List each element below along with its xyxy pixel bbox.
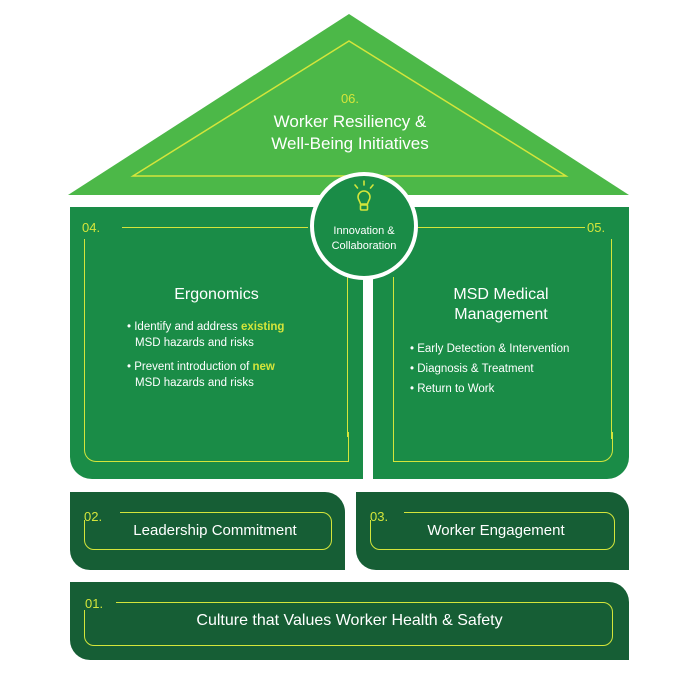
pillar-title: MSD Medical Management — [373, 285, 629, 325]
hub-label-line1: Innovation & — [333, 225, 395, 237]
pillar-bullets: • Identify and address existing MSD haza… — [127, 319, 357, 399]
hub-label: Innovation & Collaboration — [314, 224, 414, 254]
roof-title-line1: Worker Resiliency & — [273, 112, 427, 131]
innovation-hub: Innovation & Collaboration — [310, 172, 418, 280]
roof-title-line2: Well-Being Initiatives — [271, 134, 429, 153]
frame-bottom — [84, 432, 349, 462]
frame-right — [347, 277, 348, 437]
support-label: Worker Engagement — [427, 522, 565, 539]
hub-label-line2: Collaboration — [331, 240, 397, 252]
frame-gap — [80, 506, 120, 520]
foundation-frame — [84, 602, 613, 646]
support-frame — [370, 512, 615, 550]
support-number: 03. — [370, 509, 389, 524]
frame-gap — [80, 596, 116, 610]
roof-shape — [68, 14, 629, 195]
bullet-item: • Prevent introduction of new MSD hazard… — [127, 361, 275, 389]
foundation-label: Culture that Values Worker Health & Safe… — [196, 612, 503, 629]
support-label: Leadership Commitment — [133, 522, 297, 539]
frame-top — [413, 227, 585, 228]
foundation-culture: 01. Culture that Values Worker Health & … — [70, 582, 629, 660]
pillar-title: Ergonomics — [174, 286, 259, 303]
frame-line — [84, 239, 85, 444]
roof-number: 06. — [340, 91, 360, 106]
frame-gap — [366, 506, 404, 520]
bullet-item: • Early Detection & Intervention — [410, 343, 570, 355]
foundation-number: 01. — [85, 596, 104, 611]
frame-left — [393, 277, 394, 437]
bullet-item: • Identify and address existing MSD haza… — [127, 321, 285, 349]
frame-top — [122, 227, 308, 228]
pillar-title-line1: MSD Medical — [453, 286, 549, 303]
support-leadership-commitment: 02. Leadership Commitment — [70, 492, 345, 570]
lightbulb-icon — [354, 180, 374, 211]
pillar-number: 04. — [82, 220, 101, 235]
bullet-item: • Diagnosis & Treatment — [410, 363, 534, 375]
roof-title: Worker Resiliency & Well-Being Initiativ… — [200, 111, 500, 155]
frame-right — [611, 239, 612, 439]
pillar-msd-medical-management: 05. MSD Medical Management • Early Detec… — [373, 207, 629, 479]
support-number: 02. — [84, 509, 103, 524]
bullet-item: • Return to Work — [410, 383, 495, 395]
support-frame — [84, 512, 332, 550]
frame-bottom — [393, 432, 613, 462]
pillar-title-line2: Management — [454, 306, 548, 323]
pillar-ergonomics: 04. Ergonomics • Identify and address ex… — [70, 207, 363, 479]
support-worker-engagement: 03. Worker Engagement — [356, 492, 629, 570]
pillar-bullets: • Early Detection & Intervention • Diagn… — [410, 341, 625, 401]
pillar-number: 05. — [587, 220, 606, 235]
